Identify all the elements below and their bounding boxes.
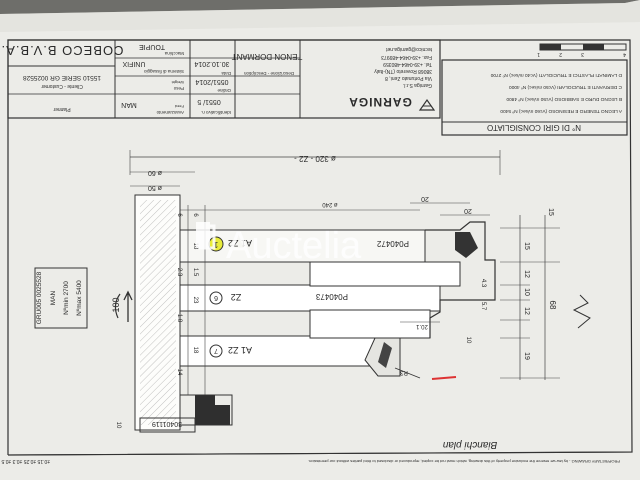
date-value: 30.10.2014	[194, 60, 229, 67]
marker-1: 1	[213, 240, 218, 249]
stack-b-1-8: 1.8	[176, 314, 182, 323]
auctelia-watermark: Auctelia	[196, 222, 362, 267]
stamp-line-3: Nºmin 2700	[63, 281, 70, 315]
cutter-7-label: A1 Z2	[228, 345, 252, 355]
weight-label: Peso	[173, 86, 184, 91]
cutter-6-label: Z2	[231, 292, 242, 302]
dim-20-b: 20	[464, 207, 472, 214]
rpm-row-b: B LEGNO DURO E SABBIOSO (Vc50 m/sec) Nº …	[506, 96, 622, 102]
ident-label: Identificativo n.	[201, 110, 231, 115]
stack-a-6: 6	[192, 213, 198, 217]
signature: Bianchi plan	[442, 439, 497, 450]
dim-diameter-240: ø 240	[322, 201, 338, 207]
marker-7-label: 7	[214, 347, 218, 354]
dim-right-10: 10	[523, 288, 530, 296]
stack-b-14: 14	[176, 369, 182, 376]
feed-sub: Feed	[175, 104, 184, 109]
dim-inner-5-7: 5.7	[480, 302, 486, 311]
dim-inner-10: 10	[465, 337, 471, 344]
tool-drawing: ø 320 - Z2 - ø 60 ø 50 ø 240 20 20 15	[34, 150, 591, 433]
stack-b-2-3: 2.3	[176, 268, 182, 277]
client-ref: 15510 SERIE GR 0025528	[23, 74, 101, 81]
machine-value: TOUPIE	[139, 43, 165, 50]
ident-value: 0551/ 5	[197, 98, 220, 105]
rpm-table: N° DI GIRI CONSIGLIATO A LEGNO TENERO E …	[441, 59, 628, 136]
marker-7	[209, 344, 223, 358]
fixing-value: UNIFIX	[122, 60, 145, 67]
order-label: Ordine	[217, 88, 231, 93]
description-value: TENON DORMANT	[232, 52, 303, 61]
date-label: Data	[221, 71, 231, 76]
machine-label: Macchina	[164, 51, 184, 56]
maker-fax: Fax. +39-0464-489973	[381, 54, 432, 60]
dim-right-12-a: 12	[523, 270, 530, 278]
stack-a-18: 18	[192, 243, 198, 250]
red-pen-mark	[431, 376, 457, 380]
dim-right-15: 15	[523, 242, 530, 250]
marker-6-label: 6	[214, 294, 218, 301]
proprietary-notice: PROPRIETARY DRAWING - by law we reserve …	[308, 459, 620, 464]
feed-label: Avanzamento	[156, 110, 184, 115]
stamp-line-2: MAN	[50, 290, 57, 305]
rpm-row-c: C DERIVANTI E TRUCIOLARI (Vc50 m/sec) Nº…	[509, 84, 622, 90]
part-p040472: P040472	[376, 239, 409, 248]
dim-inner-20-1: 20.1	[416, 323, 428, 329]
marker-6	[209, 291, 223, 305]
dim-15-top: 15	[547, 208, 554, 216]
scale-mark-1: 1	[537, 51, 540, 57]
maker-email: tecnico@garniga.net	[385, 46, 432, 52]
dim-inner-4-3: 4.3	[480, 279, 486, 288]
order-value: 0551/2014	[195, 78, 228, 85]
title-block: COBECO B.V.B.A. Cliente - Customer 15510…	[1, 39, 441, 119]
cutter-1-label: A1 Z2	[228, 238, 252, 248]
dim-right-68: 68	[548, 301, 557, 310]
stamp-line-1: GRU005 0025528	[36, 271, 43, 324]
maker-address-1: Via Portunato Zeni, 8	[385, 75, 432, 81]
dim-right-12-b: 12	[523, 307, 530, 315]
client-label: Cliente - Customer	[41, 83, 83, 89]
stack-a-1-5: 1.5	[192, 268, 198, 277]
maker-logo: GARNIGA	[348, 95, 412, 109]
stack-a-18-b: 18	[192, 347, 198, 354]
rpm-title: N° DI GIRI CONSIGLIATO	[487, 123, 581, 132]
scale-mark-4: 4	[623, 51, 626, 57]
feed-value: MAN	[121, 101, 137, 108]
maker-tel: Tel. +39-0464-480359	[383, 61, 432, 67]
dim-right-19: 19	[523, 352, 530, 360]
dim-20-a: 20	[421, 195, 429, 202]
stamp-line-4: Nºmax 5400	[76, 280, 83, 316]
stack-a-23: 23	[192, 297, 198, 304]
planner-label: Planner	[53, 106, 71, 112]
weight-sub: Weight	[171, 80, 184, 85]
dim-bottom-10: 10	[115, 422, 121, 429]
dim-diameter-50: ø 50	[148, 184, 162, 191]
scale-mark-3: 3	[581, 51, 584, 57]
dim-diameter-320: ø 320 - Z2 -	[294, 154, 336, 163]
stack-b-6: 6	[176, 213, 182, 217]
part-p040473: P040473	[315, 292, 348, 301]
scale-mark-2: 2	[559, 51, 562, 57]
serial-number: 30401119	[152, 420, 182, 427]
scale-bar: 1 2 3 4	[537, 43, 627, 57]
maker-address-2: 38068 Rovereto (TN)-Italy	[374, 68, 432, 74]
maker-logo-icon	[418, 98, 436, 111]
dim-diameter-60: ø 60	[148, 169, 162, 176]
rpm-row-d: D LAMINATI PLASTICI E TRUCIOLATI (Vc40 m…	[490, 72, 622, 78]
maker-name: Garniga S.r.l.	[403, 82, 432, 88]
watermark-text: Auctelia	[226, 225, 362, 267]
radius-r3: R3	[400, 369, 408, 375]
rpm-row-a: A LEGNO TENERO E RESINOSO (Vc60 m/sec) N…	[500, 108, 622, 114]
tolerances: ±0.15 ±0.25 ±0.3 ±0.5	[1, 458, 50, 464]
fixing-label: Sistema di fissaggio	[143, 69, 184, 74]
customer-company: COBECO B.V.B.A.	[1, 43, 124, 58]
description-label: Descrizione - Description	[243, 71, 294, 76]
